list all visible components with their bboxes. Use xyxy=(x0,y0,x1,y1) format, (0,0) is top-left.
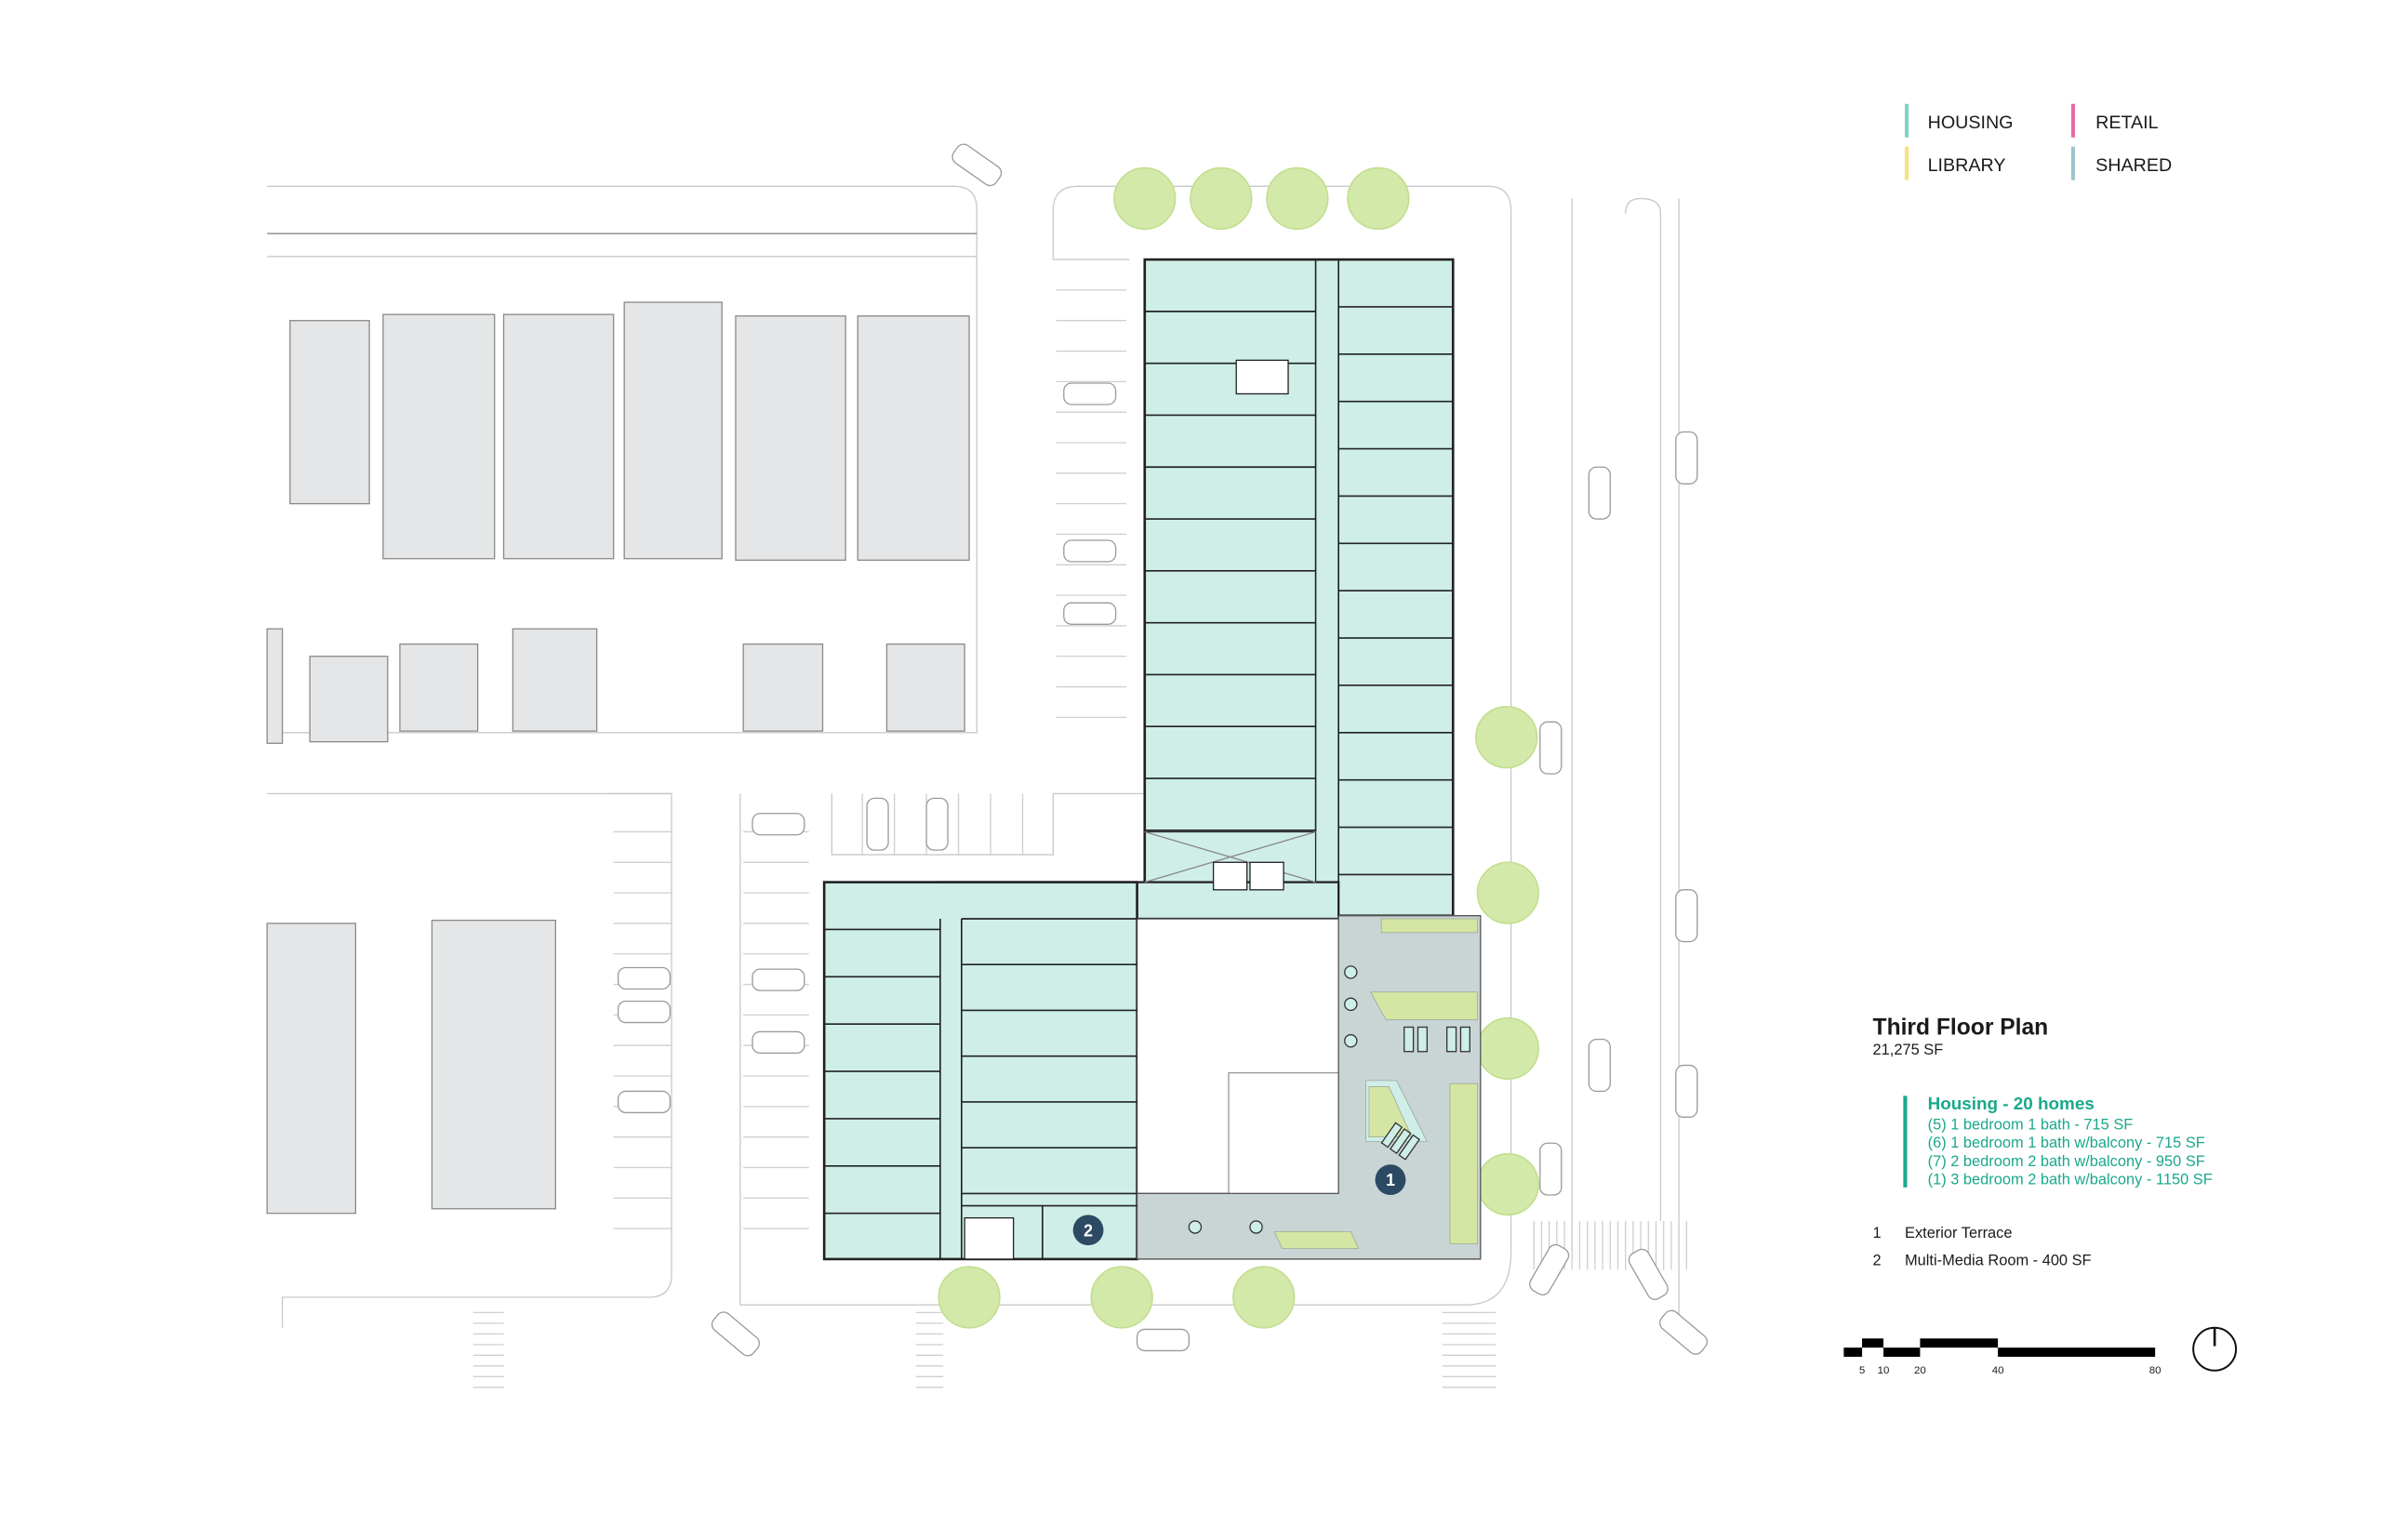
badge-2-label: 2 xyxy=(1084,1221,1093,1240)
car xyxy=(1675,431,1698,485)
program-legend: HOUSING RETAIL LIBRARY SHARED xyxy=(1905,103,2172,180)
tree xyxy=(1347,166,1410,231)
car xyxy=(752,1030,805,1055)
car xyxy=(711,1311,761,1357)
car xyxy=(1539,721,1563,775)
legend-label-library: LIBRARY xyxy=(1928,155,2006,176)
housing-unit-line: (5) 1 bedroom 1 bath - 715 SF xyxy=(1928,1116,2134,1133)
note-label: Multi-Media Room - 400 SF xyxy=(1905,1253,2092,1269)
note-label: Exterior Terrace xyxy=(1905,1225,2013,1241)
legend-swatch-shared xyxy=(2070,146,2075,180)
plan-area: 21,275 SF xyxy=(1873,1042,1944,1058)
scale-tick-label: 5 xyxy=(1859,1365,1865,1376)
car xyxy=(752,813,805,836)
tree xyxy=(1475,706,1538,769)
neighbor-building xyxy=(742,643,824,732)
car xyxy=(951,143,1003,187)
car xyxy=(617,1090,672,1114)
unit-walls xyxy=(824,259,1454,1259)
car xyxy=(1658,1309,1709,1355)
north-arrow-icon xyxy=(2192,1326,2238,1372)
terrace-planters xyxy=(1273,918,1478,1249)
car xyxy=(1539,1142,1563,1196)
scale-bar: 5 10 20 40 80 xyxy=(1843,1338,2162,1376)
car xyxy=(1675,1064,1698,1118)
plan-title: Third Floor Plan xyxy=(1873,1016,2049,1041)
note-number: 2 xyxy=(1873,1253,1882,1269)
neighbor-building xyxy=(512,628,598,732)
car xyxy=(752,968,805,991)
badge-1-label: 1 xyxy=(1386,1171,1395,1189)
car xyxy=(1529,1243,1570,1295)
scale-tick-label: 40 xyxy=(1992,1365,2004,1376)
site-roads xyxy=(267,185,1680,1344)
cars xyxy=(617,143,1709,1357)
car xyxy=(1063,382,1117,405)
stair-core xyxy=(964,359,1317,1260)
neighbor-buildings xyxy=(266,301,970,1215)
legend-swatch-housing xyxy=(1905,103,1909,138)
neighbor-building xyxy=(623,301,723,560)
tree xyxy=(1190,166,1253,231)
neighbor-building xyxy=(289,320,370,505)
car xyxy=(1063,539,1117,563)
car xyxy=(1588,466,1611,520)
neighbor-building xyxy=(399,643,479,732)
car xyxy=(617,966,672,990)
notes: 1 Exterior Terrace 2 Multi-Media Room - … xyxy=(1873,1225,2092,1269)
housing-unit-line: (6) 1 bedroom 1 bath w/balcony - 715 SF xyxy=(1928,1135,2205,1151)
neighbor-building xyxy=(857,315,970,562)
housing-unit-line: (1) 3 bedroom 2 bath w/balcony - 1150 SF xyxy=(1928,1172,2213,1188)
tree xyxy=(1113,166,1177,231)
note-number: 1 xyxy=(1873,1225,1882,1241)
car xyxy=(617,1000,672,1024)
building: 1 2 xyxy=(822,258,1482,1261)
legend-swatch-library xyxy=(1905,146,1909,180)
neighbor-building xyxy=(735,315,846,562)
tree xyxy=(1476,1152,1539,1216)
neighbor-building xyxy=(885,643,965,732)
north-wing xyxy=(1143,258,1455,918)
legend-label-shared: SHARED xyxy=(2095,155,2172,176)
tree xyxy=(1266,166,1329,231)
badge-exterior-terrace: 1 xyxy=(1375,1164,1406,1196)
neighbor-building xyxy=(382,313,496,560)
legend-swatch-retail xyxy=(2070,103,2075,138)
scale-tick-label: 80 xyxy=(2149,1365,2162,1376)
tree xyxy=(1476,1016,1539,1081)
neighbor-building xyxy=(266,628,284,744)
neighbor-building xyxy=(502,313,615,560)
terrace-furniture xyxy=(1188,965,1470,1234)
car xyxy=(1588,1038,1611,1093)
tree xyxy=(1476,861,1539,924)
housing-heading: Housing - 20 homes xyxy=(1928,1094,2095,1113)
badge-multimedia-room: 2 xyxy=(1072,1215,1104,1246)
car xyxy=(925,797,949,851)
scale-tick-label: 10 xyxy=(1878,1365,1890,1376)
tree xyxy=(938,1266,1001,1329)
legend-label-housing: HOUSING xyxy=(1928,113,2014,133)
neighbor-building xyxy=(309,656,389,743)
legend-label-retail: RETAIL xyxy=(2095,113,2159,133)
tree xyxy=(1232,1266,1296,1329)
car xyxy=(1063,602,1117,625)
tree xyxy=(1090,1266,1153,1329)
car xyxy=(1675,889,1698,943)
courtyard-void xyxy=(1228,1072,1339,1194)
car xyxy=(866,797,889,851)
neighbor-building xyxy=(266,923,357,1215)
housing-bar xyxy=(1903,1095,1908,1188)
car xyxy=(1136,1328,1190,1352)
neighbor-building xyxy=(431,919,556,1210)
scale-tick-label: 20 xyxy=(1914,1365,1926,1376)
car xyxy=(1628,1248,1669,1300)
housing-unit-line: (7) 2 bedroom 2 bath w/balcony - 950 SF xyxy=(1928,1153,2205,1170)
west-wing xyxy=(822,881,1138,1261)
housing-summary: Housing - 20 homes (5) 1 bedroom 1 bath … xyxy=(1903,1094,2213,1188)
